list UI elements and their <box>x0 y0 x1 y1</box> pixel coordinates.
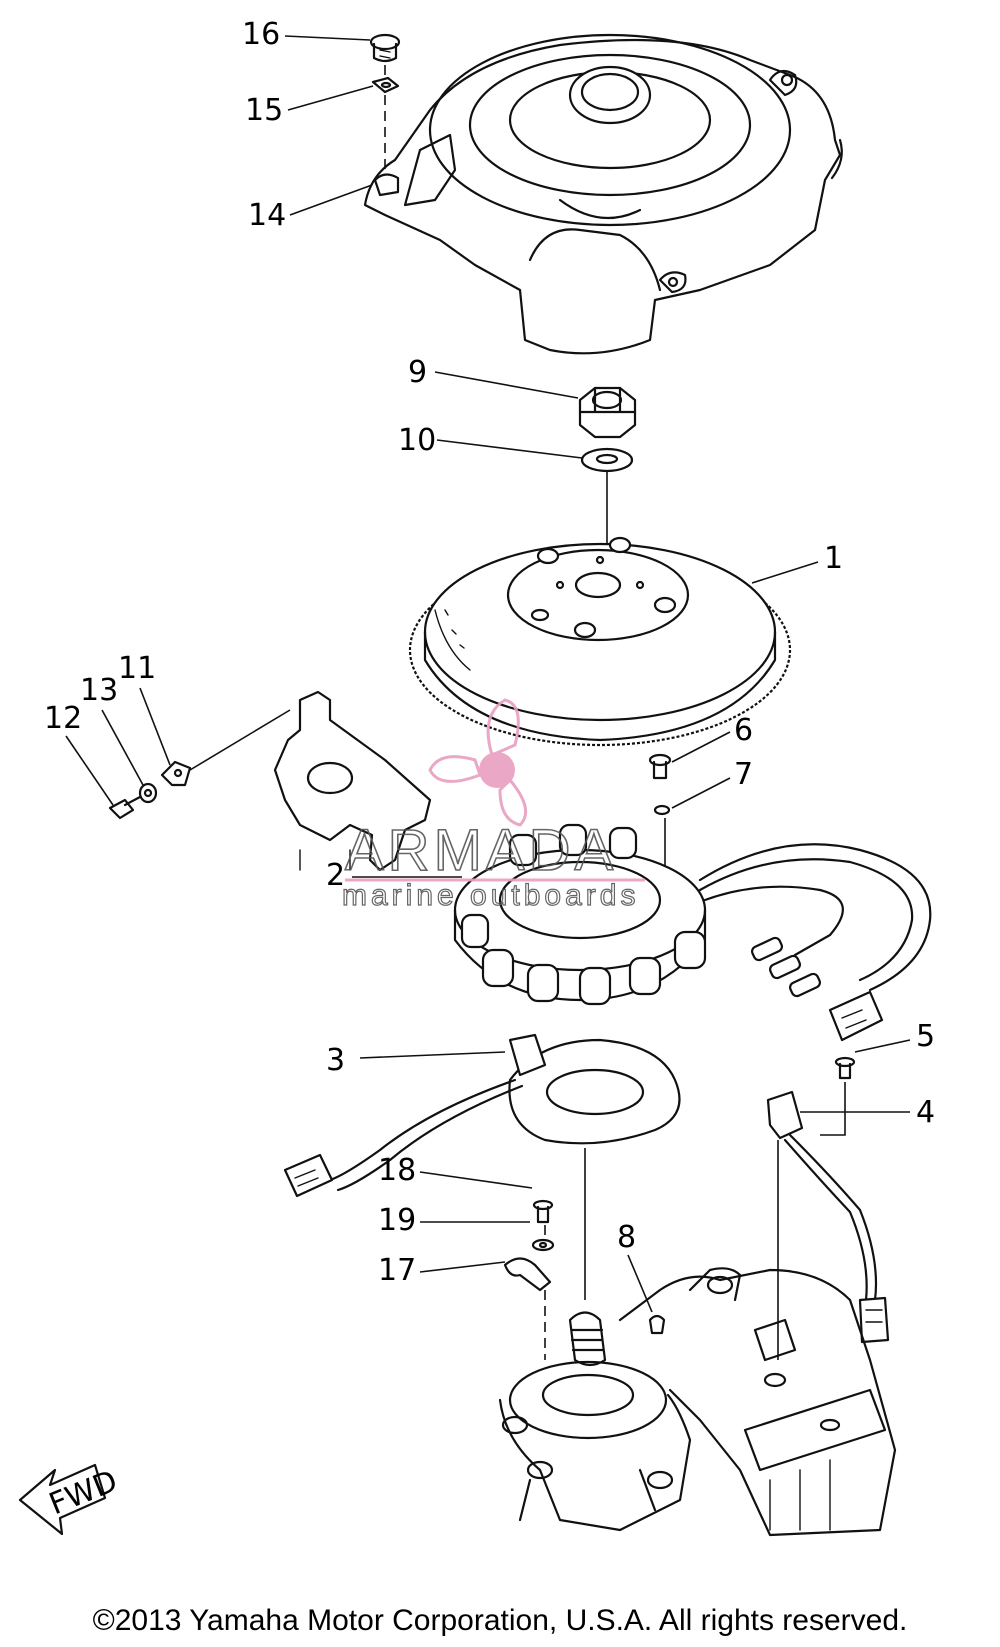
callout-17: 17 <box>378 1253 416 1288</box>
bracket-screw <box>108 795 142 820</box>
callout-5: 5 <box>916 1019 935 1054</box>
flywheel-washer <box>580 447 634 473</box>
copyright-notice: ©2013 Yamaha Motor Corporation, U.S.A. A… <box>92 1604 908 1637</box>
stator-screw <box>648 753 672 780</box>
callouts: 16 15 14 9 10 1 11 13 12 6 7 2 3 5 4 18 … <box>44 17 935 1313</box>
stator-terminals <box>750 936 822 998</box>
watermark-title: ARMADA <box>345 818 617 883</box>
flywheel-nut <box>578 386 637 439</box>
propeller-logo-icon <box>428 698 528 827</box>
flywheel-cover <box>363 33 843 355</box>
callout-10: 10 <box>398 423 436 458</box>
watermark-subtitle: marine outboards <box>342 879 639 912</box>
bracket-clip <box>160 760 192 787</box>
callout-16: 16 <box>242 17 280 52</box>
harness-screw <box>834 1056 856 1080</box>
wire-clamp <box>503 1257 552 1292</box>
callout-1: 1 <box>824 541 843 576</box>
clamp-screw <box>532 1199 554 1224</box>
armada-watermark: ARMADA marine outboards <box>341 698 645 913</box>
woodruff-key <box>648 1314 666 1335</box>
callout-8: 8 <box>617 1220 636 1255</box>
pulser-coil <box>283 1033 681 1198</box>
callout-19: 19 <box>378 1203 416 1238</box>
callout-3: 3 <box>326 1043 345 1078</box>
callout-13: 13 <box>80 673 118 708</box>
flywheel-assembly <box>408 536 792 747</box>
callout-4: 4 <box>916 1095 935 1130</box>
cover-washer <box>371 76 400 94</box>
engine-crankcase <box>498 1267 897 1537</box>
callout-15: 15 <box>245 93 283 128</box>
callout-14: 14 <box>248 198 286 233</box>
ignition-bracket <box>273 690 432 872</box>
bracket-washer <box>138 782 158 804</box>
clamp-washer <box>531 1238 555 1252</box>
wire-harness <box>766 1090 890 1344</box>
stator-plug <box>828 990 884 1042</box>
pulser-plug <box>283 1153 334 1198</box>
cover-screw <box>369 33 401 63</box>
callout-2: 2 <box>326 858 345 893</box>
callout-11: 11 <box>118 651 156 686</box>
callout-7: 7 <box>734 757 753 792</box>
callout-12: 12 <box>44 701 82 736</box>
callout-6: 6 <box>734 713 753 748</box>
callout-9: 9 <box>408 355 427 390</box>
stator-washer <box>653 804 671 816</box>
fwd-arrow-icon: FWD <box>18 1464 122 1536</box>
callout-18: 18 <box>378 1153 416 1188</box>
